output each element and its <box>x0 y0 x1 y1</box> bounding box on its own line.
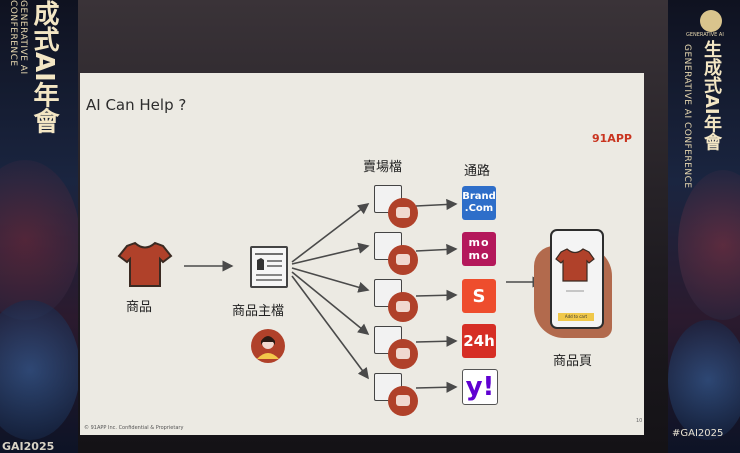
left-banner-subtitle: GENERATIVE AI CONFERENCE <box>8 0 28 75</box>
arrow-store-to-channel-1 <box>415 198 458 211</box>
brand-com-line1: Brand <box>462 191 496 202</box>
pchome-24h-logo: 24h <box>462 324 496 358</box>
momo-line2: mo <box>468 249 490 262</box>
master-document-icon <box>250 246 288 288</box>
banner-swirl-graphic <box>668 320 740 440</box>
arrow-master-to-store-1 <box>291 203 370 263</box>
conference-logo-icon <box>700 10 722 32</box>
yahoo-mark: y! <box>465 372 495 402</box>
store-file-header: 賣場檔 <box>363 160 403 175</box>
master-file-label: 商品主檔 <box>232 304 285 319</box>
tshirt-icon <box>117 241 173 287</box>
arrow-master-to-store-4 <box>291 271 370 336</box>
left-banner-gai2025: GAI2025 <box>2 440 55 453</box>
add-to-cart-button[interactable]: Add to cart <box>558 313 594 321</box>
channel-header: 通路 <box>464 164 491 179</box>
right-conference-banner <box>668 0 740 453</box>
product-label: 商品 <box>126 300 153 315</box>
banner-swirl-graphic <box>0 300 78 440</box>
right-banner-subtitle: GENERATIVE AI CONFERENCE <box>682 44 692 189</box>
right-banner-hashtag: #GAI2025 <box>672 428 724 439</box>
brand-logo-91app: 91APP <box>592 132 632 145</box>
document-lines-icon <box>255 253 283 281</box>
robot-icon <box>388 339 418 369</box>
shopee-logo: S <box>462 279 496 313</box>
person-avatar-icon <box>251 329 285 363</box>
arrow-store-to-channel-5 <box>415 381 458 393</box>
arrow-master-to-store-5 <box>291 275 369 380</box>
arrow-store-to-channel-4 <box>415 335 458 347</box>
right-banner-title: 生成式AI年會 <box>701 40 722 151</box>
yahoo-logo: y! <box>462 369 498 405</box>
robot-icon <box>388 198 418 228</box>
left-banner-title: 成式AI年會 <box>29 0 59 134</box>
person-icon <box>257 336 279 359</box>
banner-swirl-graphic <box>0 160 78 320</box>
slide-page-number: 10 <box>636 418 643 424</box>
arrow-master-to-store-3 <box>291 267 370 293</box>
arrow-master-to-store-2 <box>291 242 370 265</box>
arrow-store-to-channel-3 <box>415 289 458 301</box>
robot-icon <box>388 292 418 322</box>
brand-com-line2: .Com <box>464 203 494 214</box>
arrow-store-to-channel-2 <box>415 243 458 256</box>
momo-line1: mo <box>468 236 490 249</box>
left-conference-banner <box>0 0 78 453</box>
brand-com-logo: Brand.Com <box>462 186 496 220</box>
smartphone-icon <box>550 229 604 329</box>
robot-icon <box>388 245 418 275</box>
product-page-label: 商品頁 <box>553 354 593 369</box>
right-banner-logo-text: GENERATIVE AI <box>686 32 724 38</box>
slide-title: AI Can Help ? <box>86 96 187 114</box>
phone-tshirt-icon <box>555 248 595 292</box>
shopee-mark: S <box>472 285 486 307</box>
pchome-mark: 24h <box>463 332 495 350</box>
robot-icon <box>388 386 418 416</box>
slide-footer: © 91APP Inc. Confidential & Proprietary <box>84 425 184 431</box>
